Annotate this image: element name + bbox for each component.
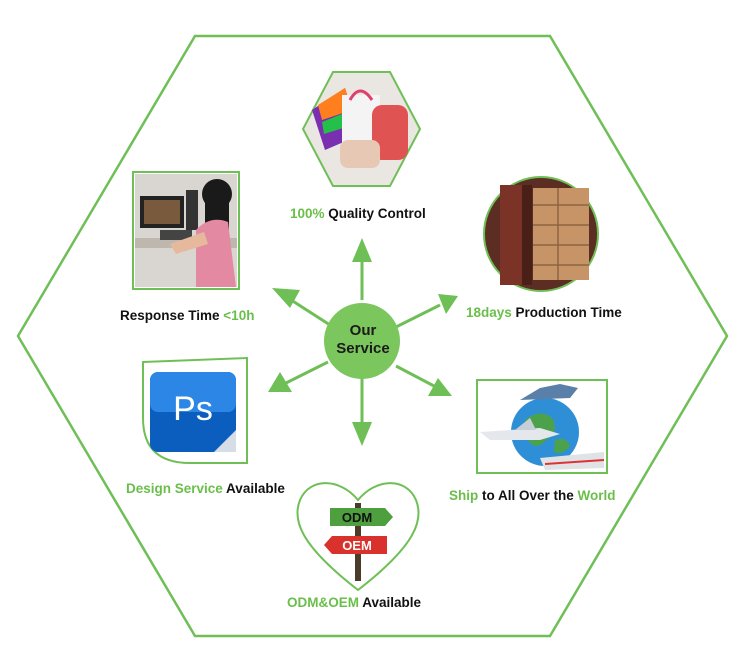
label-quality-highlight: 100% bbox=[290, 206, 325, 221]
label-odm-text: Available bbox=[359, 595, 422, 610]
label-design-text: Available bbox=[222, 481, 285, 496]
photo-quality-bags bbox=[301, 71, 422, 187]
photo-office-worker bbox=[132, 171, 240, 290]
label-shipping-text: to All Over the bbox=[478, 488, 578, 503]
heart-signpost-icon: ODM OEM bbox=[296, 482, 420, 592]
arrow-upright-line bbox=[395, 303, 441, 329]
center-circle bbox=[324, 303, 400, 379]
label-design-service: Design Service Available bbox=[126, 481, 285, 496]
arrow-downright-line bbox=[395, 364, 435, 388]
outer-hexagon bbox=[16, 34, 729, 638]
arrows bbox=[268, 238, 458, 446]
center-label-line2: Service bbox=[336, 340, 390, 357]
label-response-highlight: <10h bbox=[223, 308, 255, 323]
oem-sign-shape bbox=[324, 536, 387, 554]
label-production-time: 18days Production Time bbox=[466, 305, 622, 320]
arrow-downleft-line bbox=[285, 360, 329, 385]
label-shipping: Ship to All Over the World bbox=[449, 488, 616, 503]
odm-sign-text: ODM bbox=[342, 510, 372, 525]
arrow-downleft-head bbox=[268, 372, 292, 392]
label-shipping-highlight: Ship bbox=[449, 488, 479, 503]
arrow-upright-head bbox=[438, 294, 458, 314]
label-odm-oem: ODM&OEM Available bbox=[287, 595, 421, 610]
ps-logo-text: Ps bbox=[173, 390, 213, 428]
label-design-highlight: Design Service bbox=[126, 481, 223, 496]
oem-sign-text: OEM bbox=[342, 538, 372, 553]
label-response-time: Response Time <10h bbox=[120, 308, 254, 323]
center-label: Our Service bbox=[323, 322, 403, 358]
label-response-text: Response Time bbox=[120, 308, 224, 323]
arrow-upleft-line bbox=[287, 296, 331, 327]
arrow-downright-head bbox=[428, 378, 452, 396]
arrow-upleft-head bbox=[272, 288, 300, 308]
photo-container-boxes bbox=[483, 176, 599, 292]
label-odm-highlight: ODM&OEM bbox=[287, 595, 359, 610]
label-production-highlight: 18days bbox=[466, 305, 512, 320]
arrow-down-head bbox=[352, 422, 372, 446]
label-production-text: Production Time bbox=[511, 305, 622, 320]
label-shipping-highlight2: World bbox=[577, 488, 616, 503]
arrow-up-head bbox=[352, 238, 372, 262]
photo-plane-ship-train bbox=[476, 379, 608, 474]
odm-sign-shape bbox=[330, 508, 393, 526]
photoshop-icon: Ps bbox=[142, 356, 248, 464]
label-quality-control: 100% Quality Control bbox=[290, 206, 426, 221]
center-label-line1: Our bbox=[349, 322, 377, 339]
label-quality-text: Quality Control bbox=[324, 206, 426, 221]
